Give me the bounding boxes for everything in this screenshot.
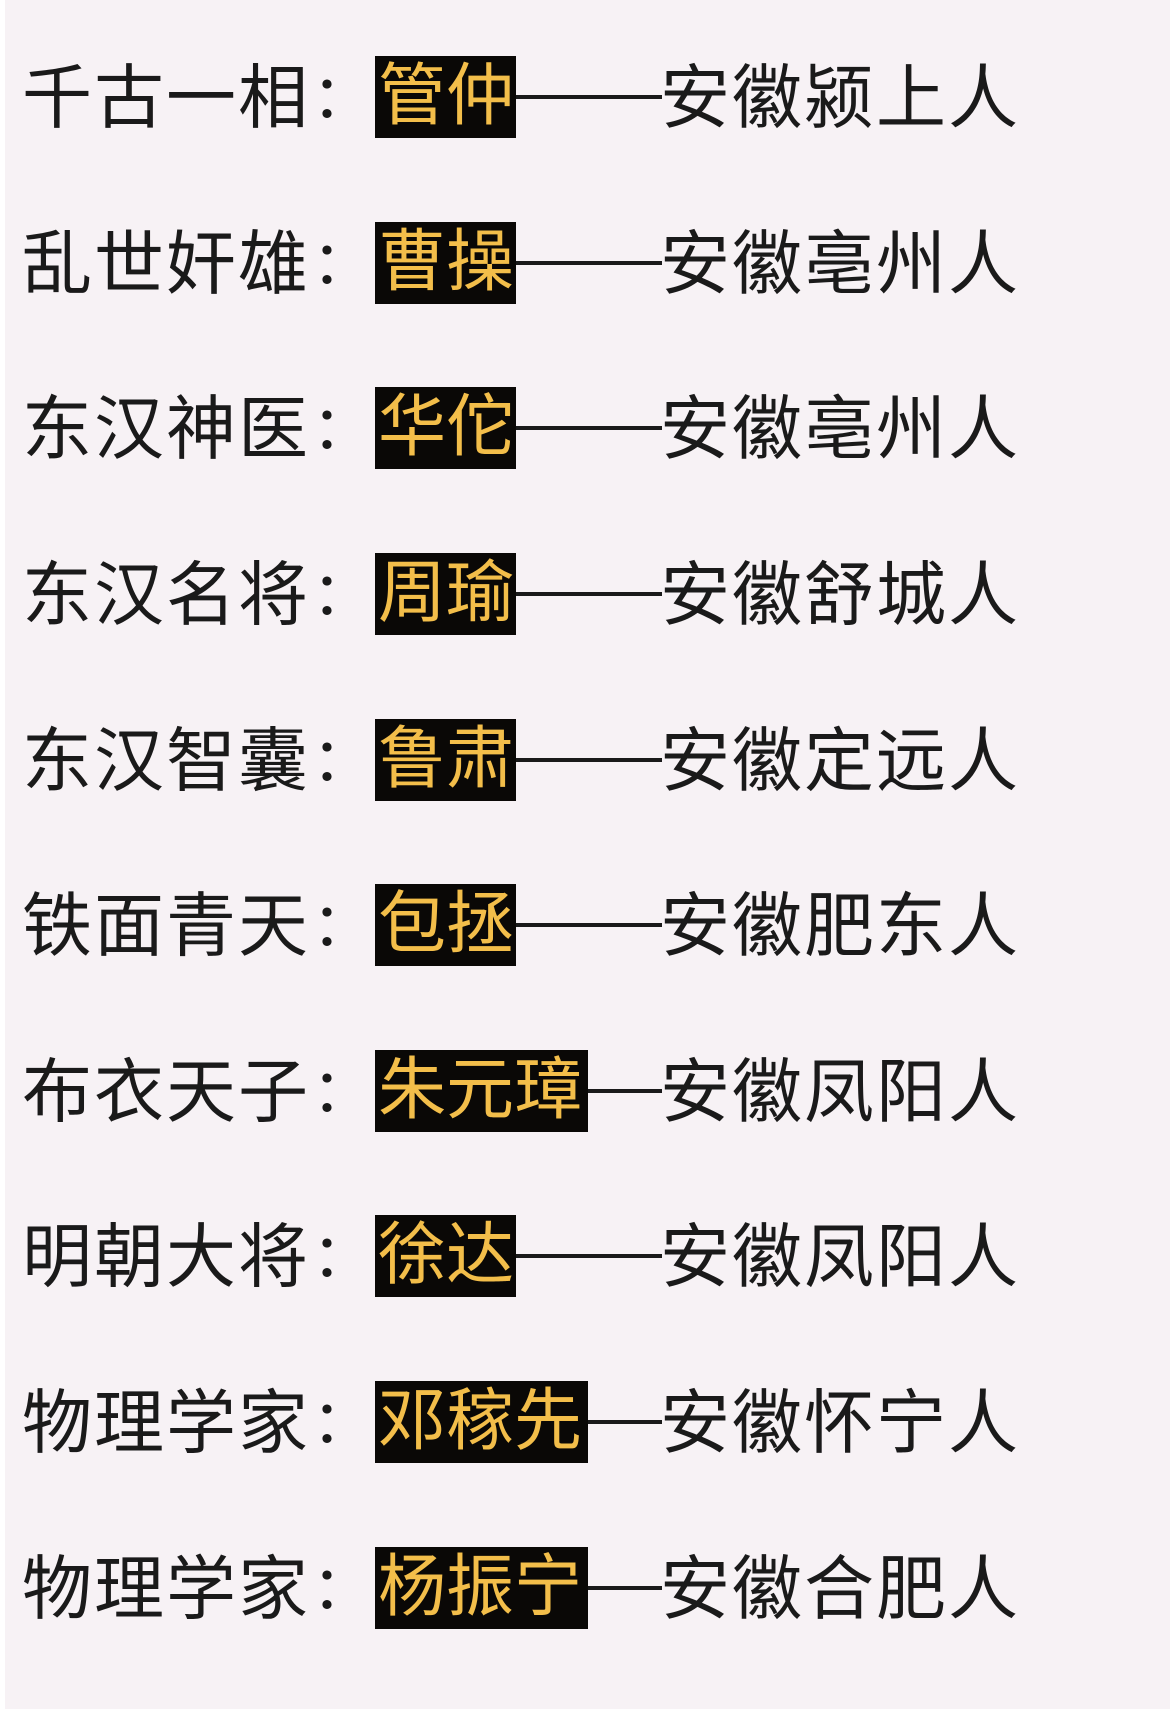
list-item: 东汉智囊 ： 鲁肃 安徽定远人 bbox=[0, 719, 1170, 803]
list-item: 东汉名将 ： 周瑜 安徽舒城人 bbox=[0, 553, 1170, 637]
entry-origin: 安徽怀宁人 bbox=[660, 1382, 1020, 1464]
entry-origin: 安徽亳州人 bbox=[660, 223, 1020, 305]
entry-origin: 安徽颍上人 bbox=[660, 57, 1020, 139]
dash-connector bbox=[516, 923, 662, 927]
entry-title: 乱世奸雄 bbox=[22, 223, 310, 305]
list-item: 物理学家 ： 邓稼先 安徽怀宁人 bbox=[0, 1381, 1170, 1465]
entry-origin: 安徽肥东人 bbox=[660, 885, 1020, 967]
entry-title: 千古一相 bbox=[22, 57, 310, 139]
entry-origin: 安徽合肥人 bbox=[660, 1548, 1020, 1630]
entry-colon: ： bbox=[312, 229, 372, 299]
entry-colon: ： bbox=[312, 394, 372, 464]
entry-origin: 安徽凤阳人 bbox=[660, 1051, 1020, 1133]
entry-name: 周瑜 bbox=[378, 554, 515, 633]
entry-name: 曹操 bbox=[378, 223, 515, 302]
entry-name: 杨振宁 bbox=[378, 1548, 583, 1627]
entry-colon: ： bbox=[312, 726, 372, 796]
dash-connector bbox=[516, 426, 662, 430]
name-highlight: 邓稼先 bbox=[375, 1381, 588, 1463]
entry-title: 东汉名将 bbox=[22, 554, 310, 636]
dash-connector bbox=[516, 1254, 662, 1258]
entry-title: 东汉神医 bbox=[22, 388, 310, 470]
entry-name: 朱元璋 bbox=[378, 1051, 583, 1130]
entry-title: 物理学家 bbox=[22, 1548, 310, 1630]
name-highlight: 朱元璋 bbox=[375, 1050, 588, 1132]
entry-origin: 安徽定远人 bbox=[660, 720, 1020, 802]
dash-connector bbox=[588, 1420, 662, 1424]
dash-connector bbox=[516, 261, 662, 265]
entry-name: 华佗 bbox=[378, 388, 515, 467]
list-item: 明朝大将 ： 徐达 安徽凤阳人 bbox=[0, 1215, 1170, 1299]
entry-name: 徐达 bbox=[378, 1216, 515, 1295]
entry-title: 物理学家 bbox=[22, 1382, 310, 1464]
dash-connector bbox=[588, 1089, 662, 1093]
list-item: 物理学家 ： 杨振宁 安徽合肥人 bbox=[0, 1547, 1170, 1631]
entry-name: 鲁肃 bbox=[378, 720, 515, 799]
entry-colon: ： bbox=[312, 1554, 372, 1624]
entry-name: 包拯 bbox=[378, 885, 515, 964]
list-item: 乱世奸雄 ： 曹操 安徽亳州人 bbox=[0, 222, 1170, 306]
name-highlight: 华佗 bbox=[375, 387, 516, 469]
name-highlight: 周瑜 bbox=[375, 553, 516, 635]
dash-connector bbox=[516, 592, 662, 596]
name-highlight: 管仲 bbox=[375, 56, 516, 138]
list-item: 千古一相 ： 管仲 安徽颍上人 bbox=[0, 56, 1170, 140]
name-highlight: 杨振宁 bbox=[375, 1547, 588, 1629]
dash-connector bbox=[588, 1586, 662, 1590]
entry-name: 管仲 bbox=[378, 57, 515, 136]
entry-origin: 安徽舒城人 bbox=[660, 554, 1020, 636]
name-highlight: 徐达 bbox=[375, 1215, 516, 1297]
entry-colon: ： bbox=[312, 1388, 372, 1458]
entry-colon: ： bbox=[312, 1057, 372, 1127]
entry-colon: ： bbox=[312, 891, 372, 961]
entry-colon: ： bbox=[312, 1222, 372, 1292]
dash-connector bbox=[516, 758, 662, 762]
name-highlight: 曹操 bbox=[375, 222, 516, 304]
entry-title: 铁面青天 bbox=[22, 885, 310, 967]
dash-connector bbox=[516, 95, 662, 99]
entry-title: 布衣天子 bbox=[22, 1051, 310, 1133]
left-border bbox=[0, 0, 5, 1709]
name-highlight: 鲁肃 bbox=[375, 719, 516, 801]
entry-origin: 安徽凤阳人 bbox=[660, 1216, 1020, 1298]
list-item: 东汉神医 ： 华佗 安徽亳州人 bbox=[0, 387, 1170, 471]
name-highlight: 包拯 bbox=[375, 884, 516, 966]
entry-colon: ： bbox=[312, 560, 372, 630]
list-item: 布衣天子 ： 朱元璋 安徽凤阳人 bbox=[0, 1050, 1170, 1134]
entry-colon: ： bbox=[312, 63, 372, 133]
entry-title: 明朝大将 bbox=[22, 1216, 310, 1298]
entry-title: 东汉智囊 bbox=[22, 720, 310, 802]
list-item: 铁面青天 ： 包拯 安徽肥东人 bbox=[0, 884, 1170, 968]
entry-name: 邓稼先 bbox=[378, 1382, 583, 1461]
entry-origin: 安徽亳州人 bbox=[660, 388, 1020, 470]
